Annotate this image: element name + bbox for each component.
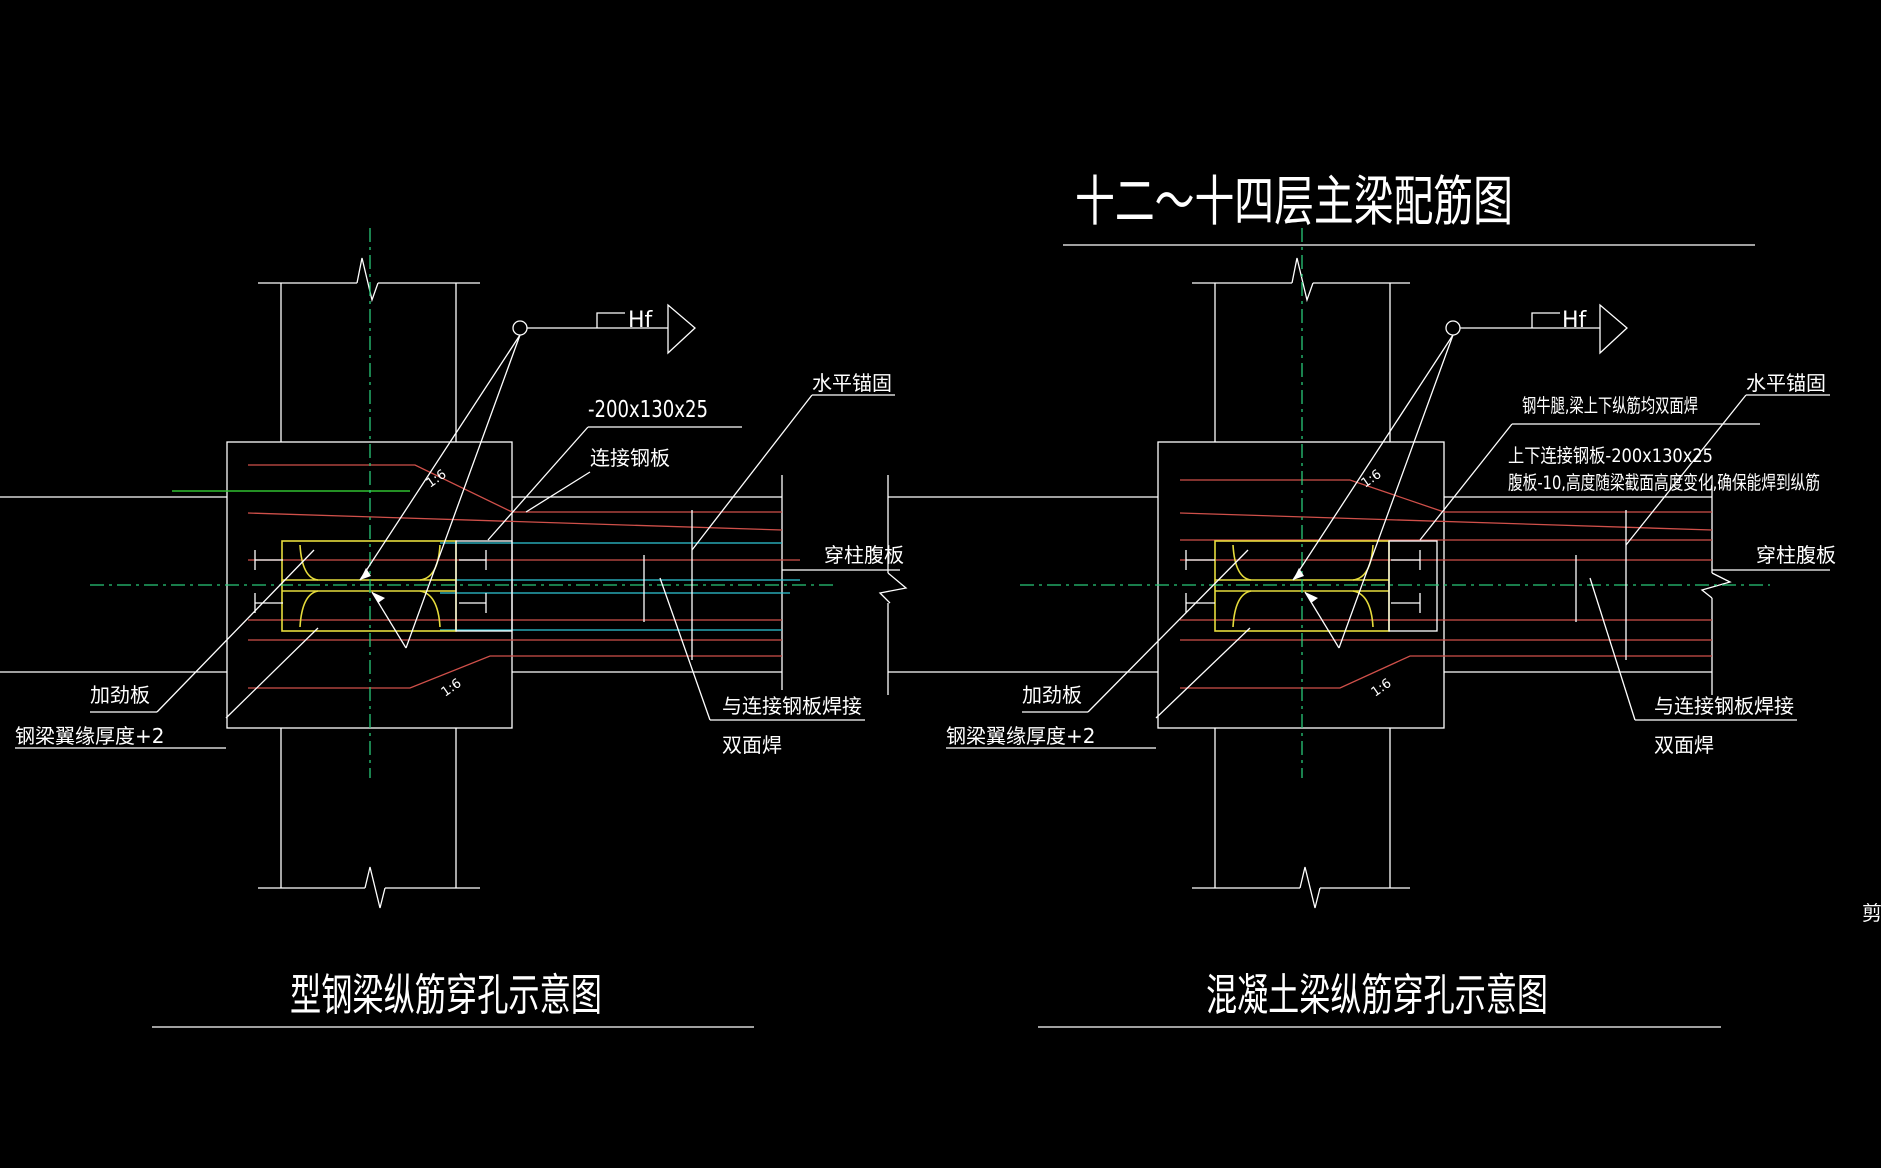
right-horizontal-anchor-label: 水平锚固 [1746,371,1826,395]
right-slope-top: 1:6 [1359,467,1385,491]
left-double-weld-label: 双面焊 [722,733,782,757]
right-through-web-label: 穿柱腹板 [1756,543,1836,567]
left-cyan-rebars [440,542,800,631]
right-plate-note-2: 腹板-10,高度随梁截面高度变化,确保能焊到纵筋 [1508,472,1820,494]
right-column [1192,257,1410,909]
right-rebars [1179,479,1713,689]
left-weld-leader [359,303,696,649]
drawing-title: 十二～十四层主梁配筋图 [1075,170,1513,233]
right-weld-to-plate-label: 与连接钢板焊接 [1654,694,1794,718]
right-flange-thickness-label: 钢梁翼缘厚度+2 [946,724,1095,748]
left-through-web-label: 穿柱腹板 [824,543,904,567]
left-caption: 型钢梁纵筋穿孔示意图 [290,970,602,1021]
right-stiffener-marks [1185,550,1421,613]
left-flange-thickness-label: 钢梁翼缘厚度+2 [15,724,164,748]
right-plate-note-1: 上下连接钢板-200x130x25 [1508,445,1713,467]
left-connect-plate-label: 连接钢板 [590,446,670,470]
left-weld-to-plate-label: 与连接钢板焊接 [722,694,862,718]
left-slope-bottom: 1:6 [439,676,465,700]
right-weld-leader [1292,303,1628,649]
left-detail: Hf -200x130x25 连接钢板 1:6 1:6 水平锚固 穿柱腹板 与连… [0,228,908,1028]
left-weld-symbol: Hf [628,308,654,333]
right-slope-bottom: 1:6 [1369,676,1395,700]
right-bracket-note: 钢牛腿,梁上下纵筋均双面焊 [1522,395,1698,417]
left-steel-section [281,540,513,632]
left-horizontal-anchor-label: 水平锚固 [812,371,892,395]
left-plate-dim: -200x130x25 [588,397,708,423]
right-detail: Hf 钢牛腿,梁上下纵筋均双面焊 上下连接钢板-200x130x25 腹板-10… [888,228,1836,1028]
right-stiffener-label: 加劲板 [1022,683,1082,707]
left-rebars [247,464,800,689]
left-stiffener-marks [254,550,487,613]
left-column [258,257,480,909]
edge-text-fragment: 剪力 [1862,901,1881,925]
right-steel-section [1214,540,1438,632]
left-stiffener-label: 加劲板 [90,683,150,707]
right-caption: 混凝土梁纵筋穿孔示意图 [1206,970,1548,1021]
right-double-weld-label: 双面焊 [1654,733,1714,757]
right-weld-symbol: Hf [1562,308,1588,333]
